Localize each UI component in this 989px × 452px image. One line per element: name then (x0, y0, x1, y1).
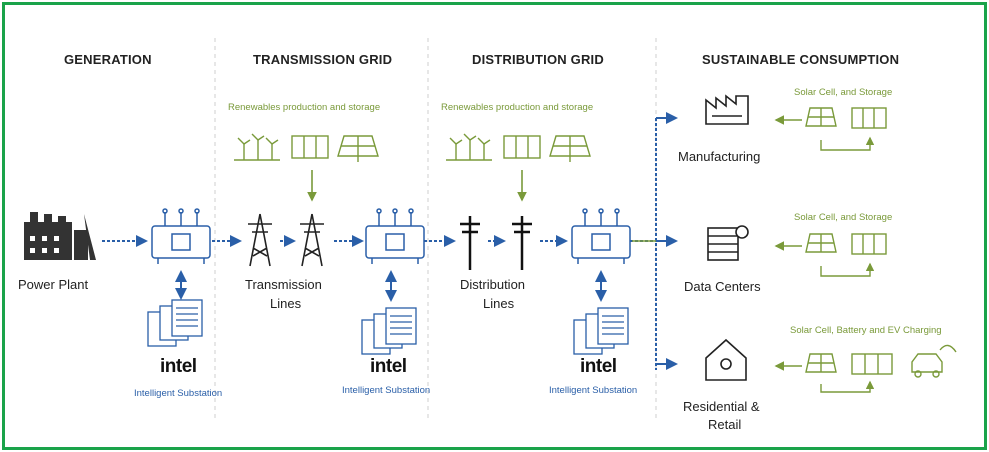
transformer-icon-2 (365, 208, 425, 264)
note-datacenter-renewables: Solar Cell, and Storage (794, 212, 893, 223)
home-icon (705, 338, 747, 381)
intel-logo-1: intel (160, 356, 197, 377)
battery-storage-icon-5 (851, 353, 893, 375)
battery-storage-icon-4 (851, 233, 887, 255)
note-renewables-transmission: Renewables production and storage (228, 102, 381, 113)
label-intelligent-substation-1: Intelligent Substation (134, 388, 223, 399)
label-residential-1: Residential & (683, 399, 760, 414)
solar-panel-icon-4 (805, 233, 837, 253)
server-icon-2 (361, 307, 417, 355)
wind-turbine-icon-2 (446, 133, 492, 161)
intel-logo-2: intel (370, 356, 407, 377)
label-power-plant: Power Plant (18, 277, 89, 292)
utility-pole-icon-1 (460, 216, 480, 270)
wind-turbine-icon-1 (234, 133, 280, 161)
ev-car-icon (911, 344, 957, 378)
data-center-icon (707, 225, 749, 261)
label-distribution-lines-2: Lines (483, 296, 515, 311)
battery-storage-icon-1 (291, 135, 329, 159)
label-intelligent-substation-3: Intelligent Substation (549, 385, 638, 396)
note-residential-renewables: Solar Cell, Battery and EV Charging (790, 325, 942, 336)
label-transmission-lines-2: Lines (270, 296, 302, 311)
note-manufacturing-renewables: Solar Cell, and Storage (794, 87, 893, 98)
intel-logo-3: intel (580, 356, 617, 377)
note-renewables-distribution: Renewables production and storage (441, 102, 594, 113)
transmission-tower-icon-1 (248, 213, 272, 267)
solar-panel-icon-5 (805, 353, 837, 373)
transmission-tower-icon-2 (300, 213, 324, 267)
label-distribution-lines-1: Distribution (460, 277, 526, 292)
power-plant-icon (24, 212, 96, 260)
label-data-centers: Data Centers (684, 279, 761, 294)
solar-panel-icon-1 (337, 135, 379, 162)
header-sustainable-consumption: SUSTAINABLE CONSUMPTION (702, 52, 900, 67)
utility-pole-icon-2 (512, 216, 532, 270)
transformer-icon-3 (571, 208, 631, 264)
factory-icon (705, 94, 749, 125)
server-icon-3 (573, 307, 629, 355)
battery-storage-icon-3 (851, 107, 887, 129)
header-distribution-grid: DISTRIBUTION GRID (472, 52, 604, 67)
header-transmission-grid: TRANSMISSION GRID (253, 52, 393, 67)
header-generation: GENERATION (64, 52, 152, 67)
label-residential-2: Retail (708, 417, 742, 432)
solar-panel-icon-2 (549, 135, 591, 162)
label-transmission-lines-1: Transmission (245, 277, 322, 292)
transformer-icon-1 (151, 208, 211, 264)
battery-storage-icon-2 (503, 135, 541, 159)
label-intelligent-substation-2: Intelligent Substation (342, 385, 431, 396)
server-icon-1 (147, 299, 203, 347)
label-manufacturing: Manufacturing (678, 149, 761, 164)
solar-panel-icon-3 (805, 107, 837, 127)
